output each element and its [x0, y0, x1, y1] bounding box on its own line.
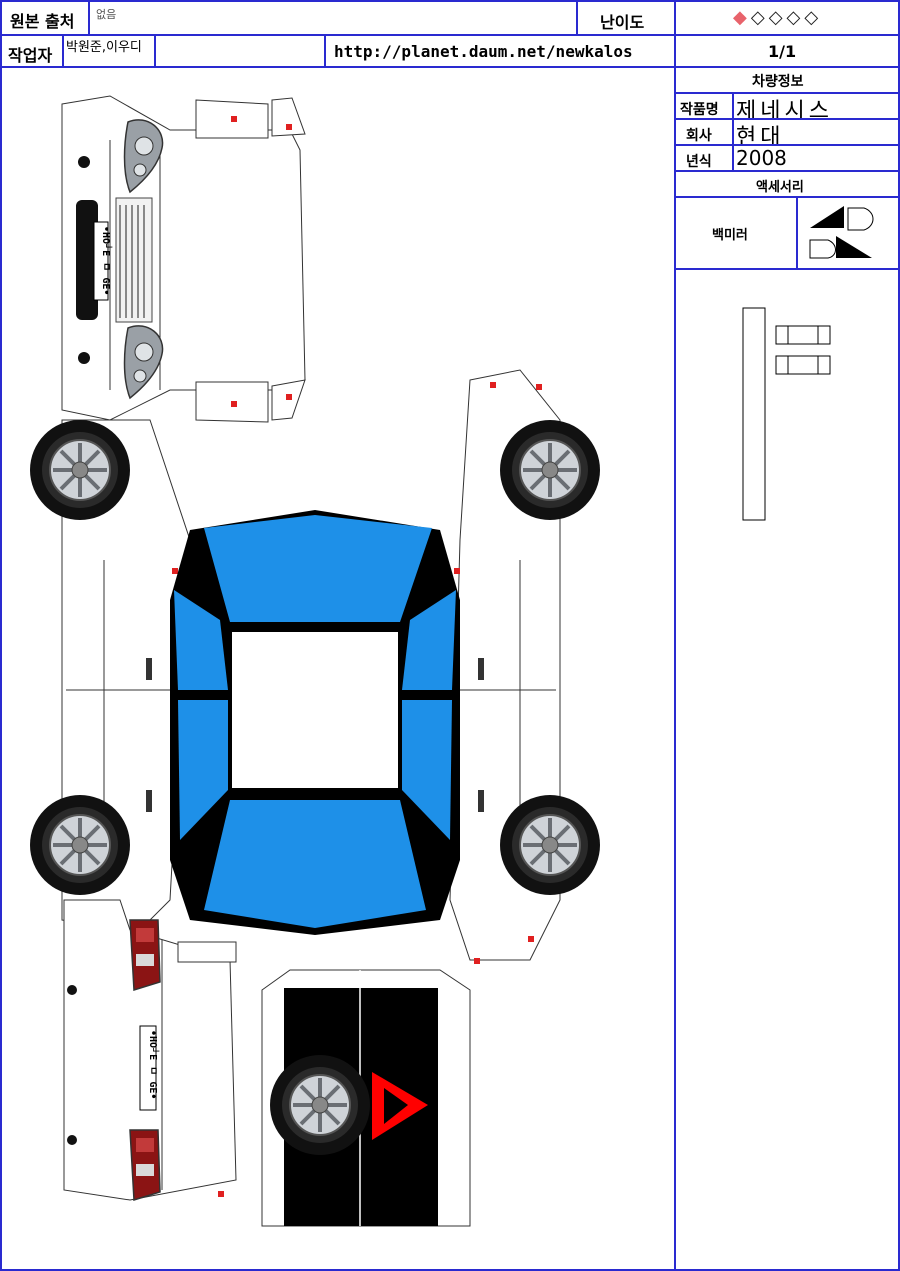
rear-plate-text: •HO┘E ㅁ GE•: [147, 1030, 160, 1099]
accessory-title: 액세서리: [756, 180, 804, 195]
site-url: http://planet.daum.net/newkalos: [334, 42, 633, 61]
author-label-cell: 작업자: [0, 34, 64, 68]
diamond-filled-icon: ◆: [733, 7, 747, 28]
diamond-empty-icon: ◇: [750, 7, 765, 28]
diamond-empty-icon: ◇: [804, 7, 819, 28]
source-label-cell: 원본 출처: [0, 0, 90, 36]
author-value: 박원준,이우디: [66, 40, 142, 55]
year-label: 년식: [686, 154, 712, 170]
spare-wheel-icon: [268, 1053, 372, 1157]
front-hood-net: •HO┘E ㅁ GE•: [61, 95, 306, 423]
roof-net: [170, 510, 460, 935]
difficulty-label-cell: 난이도: [576, 0, 676, 36]
year-value-cell: 2008: [732, 144, 900, 172]
wheel-icon: [28, 793, 132, 897]
wheel-icon: [28, 418, 132, 522]
source-label: 원본 출처: [10, 12, 75, 31]
source-value: 없음: [96, 8, 117, 21]
blank-cell: [154, 34, 326, 68]
name-label: 작품명: [680, 102, 719, 118]
diamond-empty-icon: ◇: [786, 7, 801, 28]
difficulty-label: 난이도: [600, 13, 645, 32]
maker-label: 회사: [686, 128, 712, 144]
diamond-empty-icon: ◇: [768, 7, 783, 28]
vehicle-info-title: 차량정보: [752, 74, 804, 90]
trunk-lid-net: [261, 969, 471, 1227]
front-plate-text: •HO┘E ㅁ GE•: [100, 226, 113, 295]
page-number: 1/1: [768, 42, 797, 61]
mirror-label: 백미러: [712, 228, 748, 243]
mirror-parts: [809, 206, 874, 259]
vehicle-year: 2008: [736, 146, 787, 170]
rear-trunk-net: •HO┘E ㅁ GE•: [63, 899, 237, 1201]
wheel-icon: [498, 418, 602, 522]
small-parts: [742, 307, 831, 521]
author-value-cell: 박원준,이우디: [62, 34, 156, 68]
difficulty-rating: ◆◇◇◇◇: [731, 7, 820, 28]
parts-area: [674, 268, 900, 1271]
author-label: 작업자: [8, 46, 53, 65]
wheel-icon: [498, 793, 602, 897]
